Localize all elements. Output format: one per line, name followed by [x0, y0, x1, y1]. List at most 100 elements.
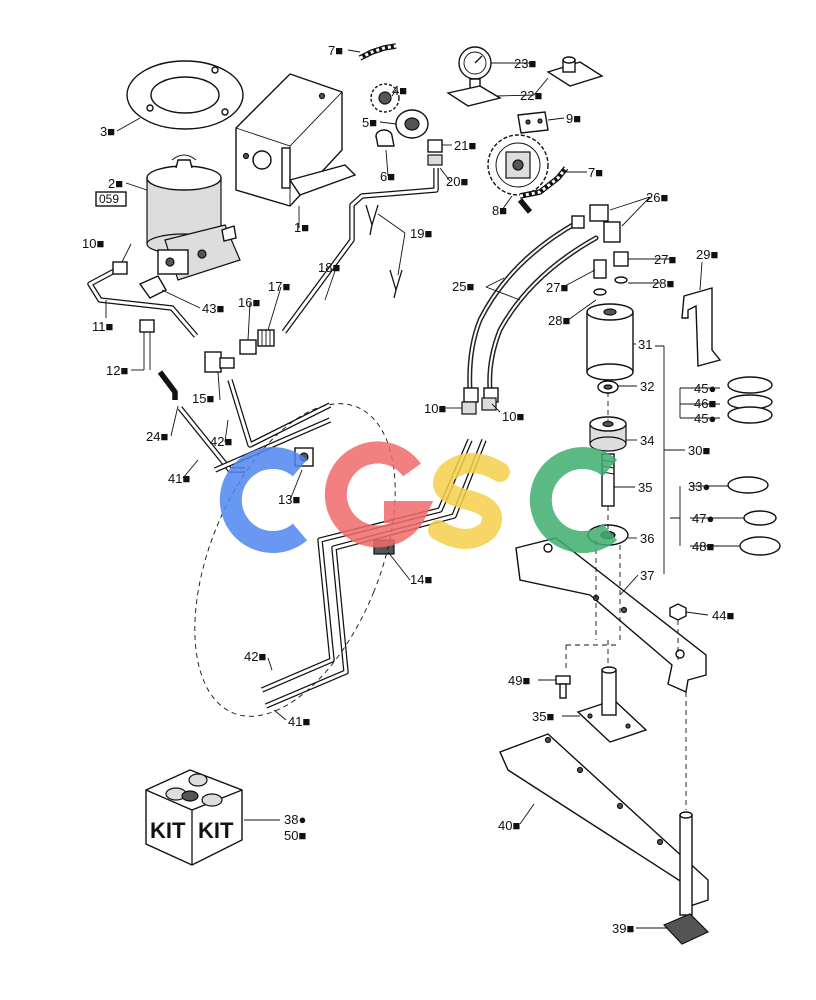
callout-7-right: 7■ [588, 165, 603, 180]
union-fittings [239, 329, 275, 355]
callout-26: 26■ [646, 190, 668, 205]
callout-39: 39■ [612, 921, 634, 936]
callout-14: 14■ [410, 572, 432, 587]
fitting-elbow [427, 139, 443, 166]
watermark-letter-g [324, 441, 434, 548]
callout-23: 23■ [514, 56, 536, 71]
watermark-letter-c2 [529, 447, 618, 553]
callout-40: 40■ [498, 818, 520, 833]
reference-box: 059 [95, 191, 127, 207]
watermark-letter-c1 [219, 447, 308, 553]
callout-35-rod: 35 [638, 480, 652, 495]
support-post [576, 666, 648, 743]
callout-17: 17■ [268, 279, 290, 294]
callout-29: 29■ [696, 247, 718, 262]
callout-25: 25■ [452, 279, 474, 294]
callout-42-lower: 42■ [244, 649, 266, 664]
callout-42-upper: 42■ [210, 434, 232, 449]
callout-12: 12■ [106, 363, 128, 378]
callout-44: 44■ [712, 608, 734, 623]
reference-box-text: 059 [99, 192, 119, 206]
callout-24: 24■ [146, 429, 168, 444]
callout-11: 11■ [92, 319, 114, 334]
callout-31: 31 [638, 337, 652, 352]
callout-45-lower: 45● [694, 411, 716, 426]
steel-tube [281, 168, 439, 334]
pressure-gauge [458, 46, 492, 93]
callout-10-left: 10■ [82, 236, 104, 251]
lock-nut [597, 380, 619, 394]
callout-9: 9■ [566, 111, 581, 126]
watermark-letter-s [428, 453, 510, 549]
hex-bolt [139, 319, 155, 370]
callout-30: 30■ [688, 443, 710, 458]
piston [589, 416, 627, 452]
callout-6: 6■ [380, 169, 395, 184]
hex-nut [669, 603, 687, 621]
callout-16: 16■ [238, 295, 260, 310]
watermark-logo [219, 441, 618, 553]
callout-34: 34 [640, 433, 654, 448]
callout-33: 33● [688, 479, 710, 494]
callout-1: 1■ [294, 220, 309, 235]
callout-27-left: 27■ [546, 280, 568, 295]
callout-27-right: 27■ [654, 252, 676, 267]
callout-49: 49■ [508, 673, 530, 688]
callout-3: 3■ [100, 124, 115, 139]
callout-8: 8■ [492, 203, 507, 218]
callout-37: 37 [640, 568, 654, 583]
leader-lines [105, 49, 744, 929]
gasket-ring [126, 60, 244, 130]
mounting-plate [517, 111, 549, 134]
callout-19: 19■ [410, 226, 432, 241]
kit-label-right: KIT [198, 818, 234, 843]
callout-20: 20■ [446, 174, 468, 189]
callout-45-upper: 45● [694, 381, 716, 396]
kit-box: KIT KIT [145, 769, 243, 866]
callout-15: 15■ [192, 391, 214, 406]
hose-end-fittings [571, 204, 621, 243]
callout-28-left: 28■ [548, 313, 570, 328]
cap-screw [555, 675, 571, 699]
callout-32: 32 [640, 379, 654, 394]
callout-22: 22■ [520, 88, 542, 103]
callout-5: 5■ [362, 115, 377, 130]
kit-label-left: KIT [150, 818, 186, 843]
callout-10-center: 10■ [424, 401, 446, 416]
callout-21: 21■ [454, 138, 476, 153]
seal-rings [727, 376, 781, 556]
callout-2: 2■ [108, 176, 123, 191]
callout-10-right: 10■ [502, 409, 524, 424]
callout-35-post: 35■ [532, 709, 554, 724]
mounting-bracket [235, 73, 357, 207]
callout-labels: 1■ 2■ 3■ 4■ 5■ 6■ 7■ 7■ 8■ 9■ 10■ 10■ 10… [82, 43, 734, 936]
callout-41-lower: 41■ [288, 714, 310, 729]
spacer-bushing [375, 129, 395, 147]
alignment-lines [565, 392, 687, 810]
callout-36: 36 [640, 531, 654, 546]
fork-clip [365, 204, 403, 299]
callout-7-top: 7■ [328, 43, 343, 58]
l-bracket [681, 287, 722, 367]
return-line [87, 261, 199, 338]
main-sprocket [487, 134, 569, 214]
callout-28-right: 28■ [652, 276, 674, 291]
callout-48: 48■ [692, 539, 714, 554]
adjusting-screw [662, 811, 710, 945]
hydraulic-cylinder [586, 303, 634, 381]
callout-38: 38● [284, 812, 306, 827]
callout-4: 4■ [392, 83, 407, 98]
gauge-bracket [446, 56, 604, 107]
adapter-fittings [593, 251, 629, 296]
drive-sprocket [370, 83, 400, 113]
hydraulic-reservoir [146, 154, 241, 281]
skid-rail [499, 733, 709, 907]
idler-pulley [395, 109, 429, 139]
drive-chain-upper [358, 43, 397, 61]
callout-47: 47● [692, 511, 714, 526]
callout-18: 18■ [318, 260, 340, 275]
callout-46: 46■ [694, 396, 716, 411]
callout-13: 13■ [278, 492, 300, 507]
